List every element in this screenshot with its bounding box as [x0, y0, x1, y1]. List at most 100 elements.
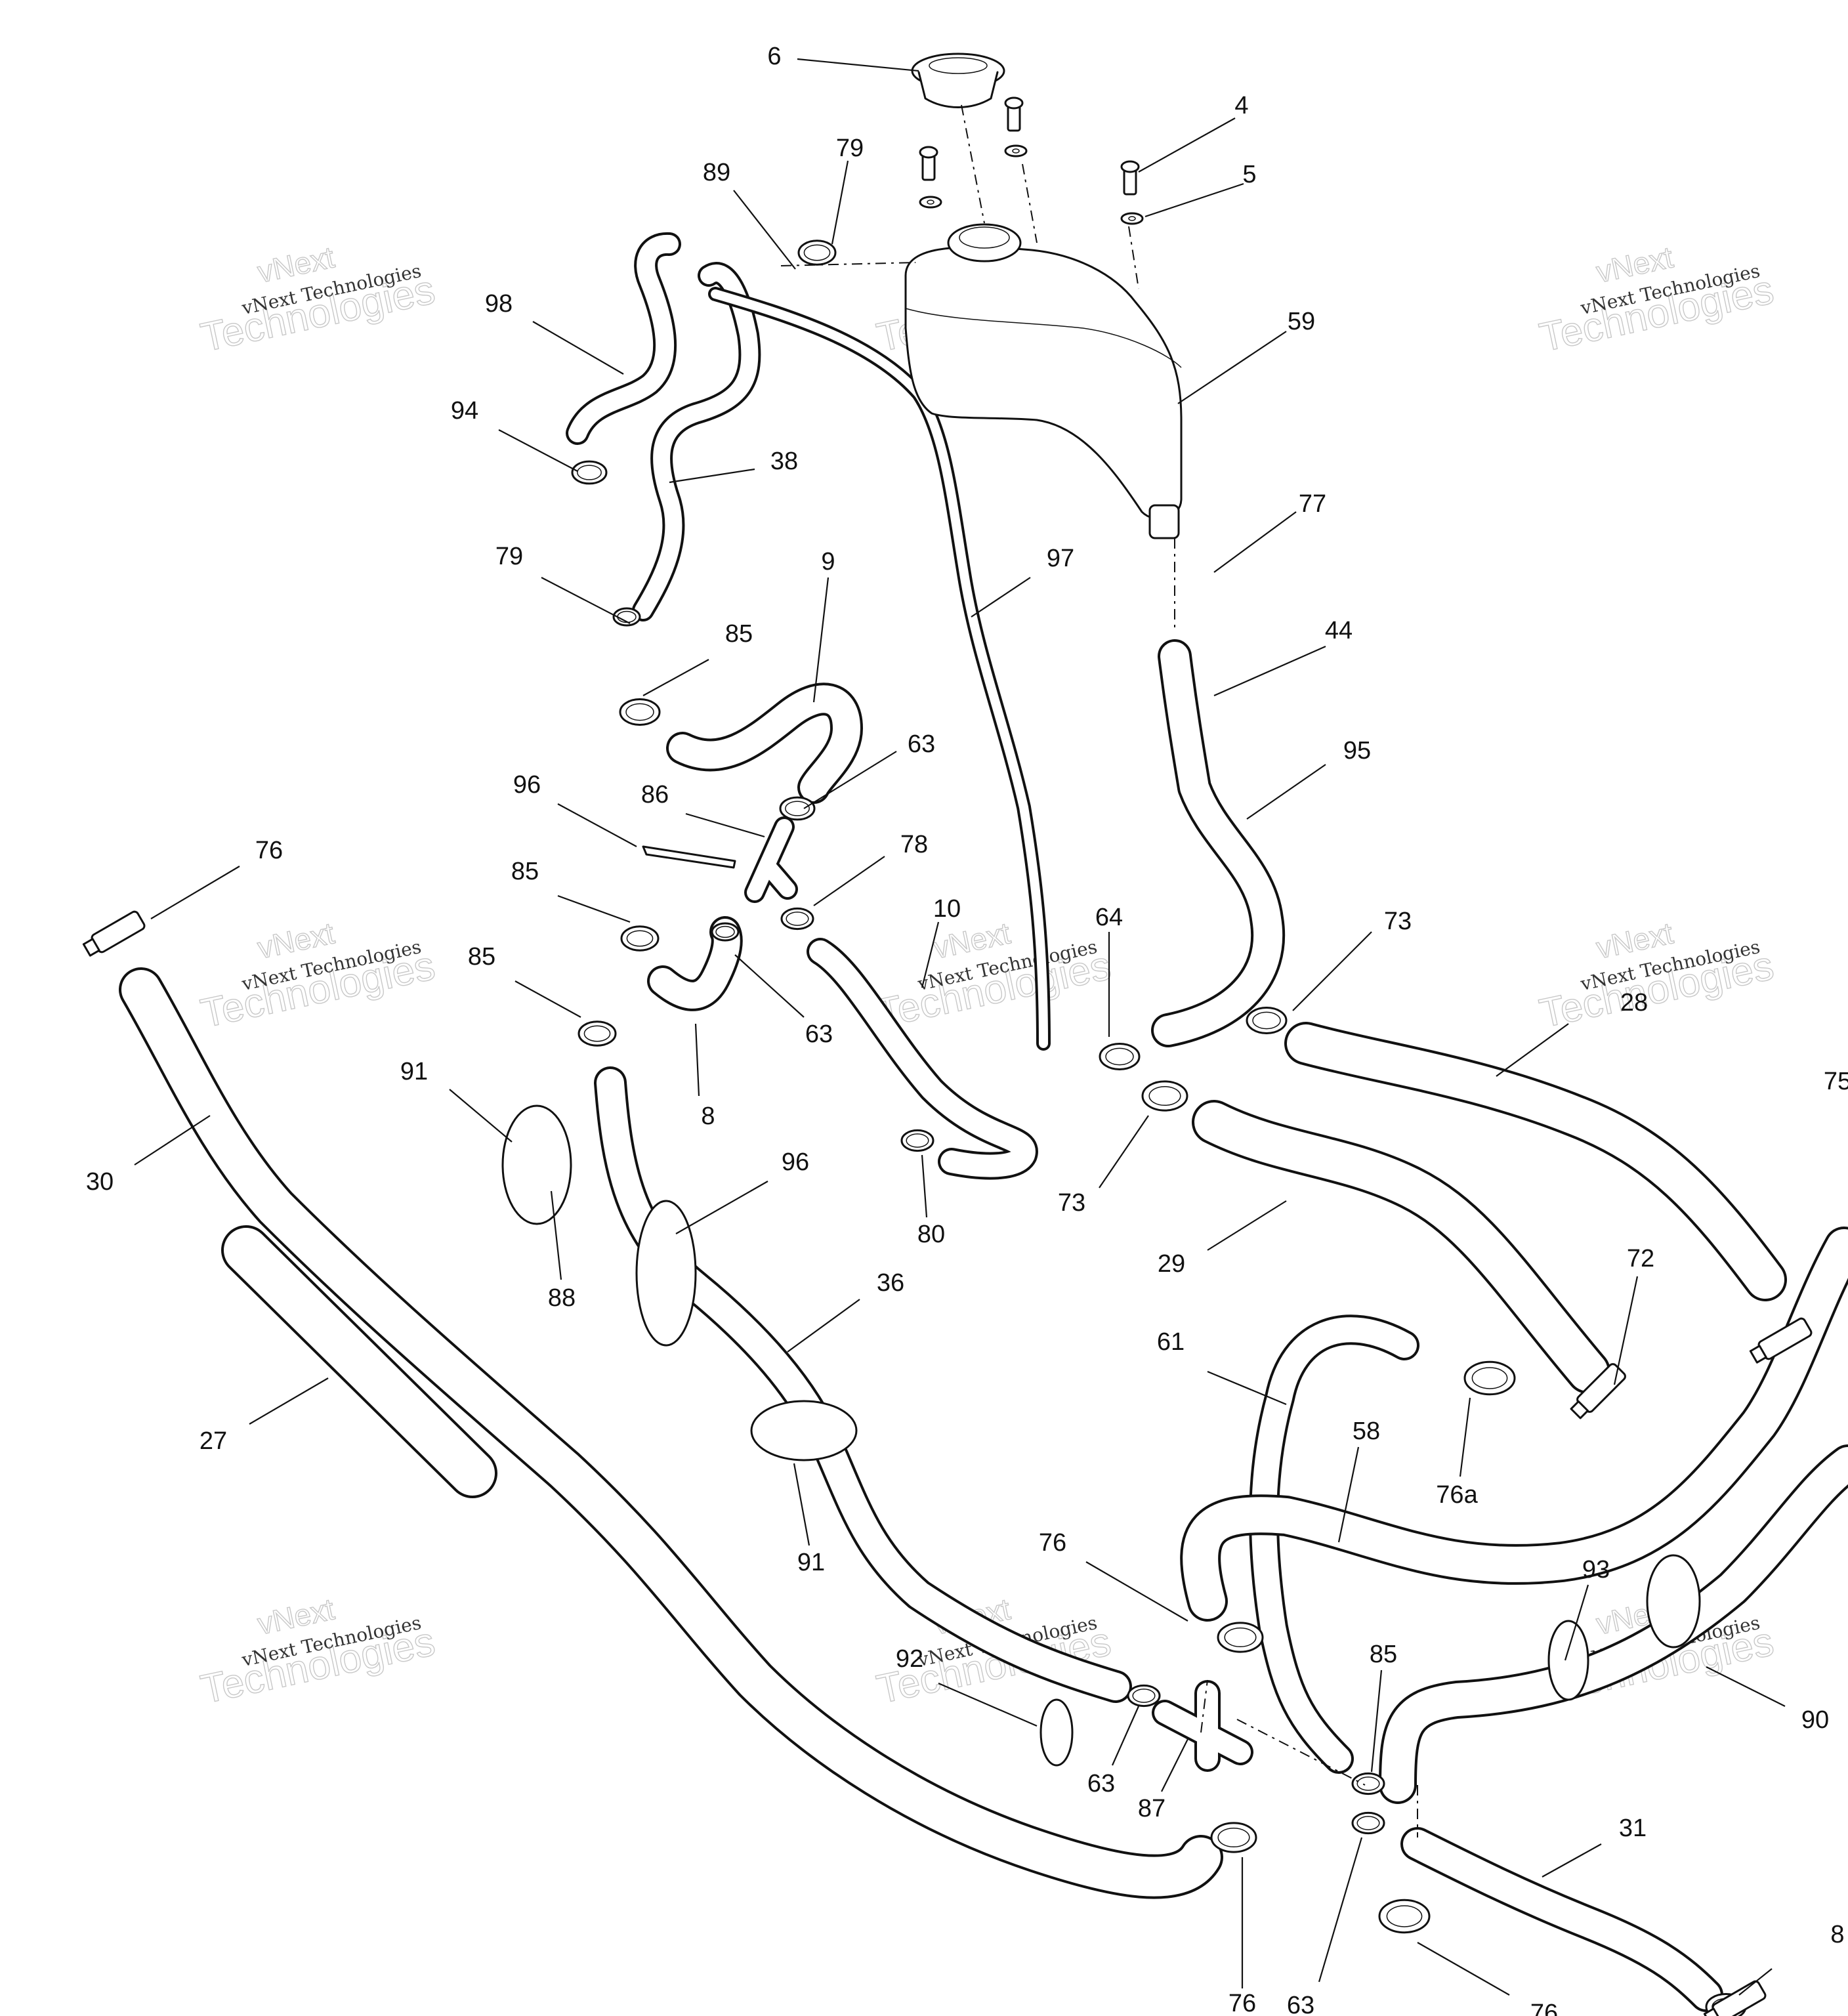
- center-line: [961, 104, 985, 224]
- leader-line: [514, 980, 581, 1018]
- hose-98: [566, 232, 681, 445]
- leader-line: [1138, 117, 1236, 173]
- center-line: [1200, 1679, 1208, 1733]
- cable-tie: [1646, 1554, 1701, 1648]
- clamp: [779, 796, 816, 821]
- leader-line: [1459, 1397, 1471, 1477]
- bleeder-plug: [1570, 1363, 1626, 1419]
- callout-number: 36: [877, 1269, 904, 1297]
- hose-28: [1284, 1022, 1787, 1301]
- leader-line: [812, 577, 830, 703]
- hose-29: [1192, 1100, 1610, 1394]
- leader-line: [1144, 182, 1244, 218]
- clamp: [1378, 1899, 1431, 1934]
- leader-line: [1111, 1706, 1140, 1766]
- callout-number: 97: [1047, 545, 1074, 572]
- leader-line: [1207, 1370, 1287, 1406]
- hose-10: [807, 938, 1038, 1180]
- hose-8: [647, 916, 743, 1011]
- parts: [82, 52, 1813, 2016]
- clamp: [620, 925, 660, 952]
- hoses: [119, 232, 1848, 2012]
- cable-tie: [750, 1400, 858, 1461]
- callout-number: 72: [1627, 1245, 1654, 1272]
- callout-number: 38: [770, 448, 798, 475]
- callout-number: 85: [725, 620, 753, 648]
- callout-number: 63: [1087, 1770, 1115, 1797]
- clamp: [1217, 1622, 1264, 1653]
- leader-line: [541, 577, 631, 624]
- leader-line: [550, 1190, 562, 1280]
- leader-line: [1292, 931, 1372, 1011]
- washer: [1120, 212, 1144, 225]
- callout-number: 85: [1370, 1641, 1397, 1668]
- center-line: [780, 262, 916, 266]
- bleeder-plug: [82, 910, 146, 957]
- callout-number: 98: [485, 290, 513, 318]
- callout-number: 79: [836, 135, 864, 162]
- leader-lines: [134, 58, 1786, 1996]
- leader-line: [921, 1154, 928, 1218]
- callout-number: 28: [1620, 989, 1648, 1017]
- callout-number: 93: [1582, 1556, 1610, 1584]
- leader-line: [1246, 764, 1326, 820]
- clamp: [1141, 1080, 1188, 1112]
- tee-connector: [744, 816, 798, 903]
- leader-line: [831, 160, 849, 245]
- washer: [1004, 144, 1028, 158]
- cable-tie: [501, 1104, 572, 1225]
- clamp: [1246, 1007, 1288, 1034]
- leader-line: [134, 1115, 211, 1166]
- leader-line: [1370, 1670, 1383, 1773]
- tie-strap: [642, 845, 736, 869]
- leader-line: [675, 1181, 768, 1234]
- callout-number: 76a: [1436, 1481, 1478, 1509]
- leader-line: [150, 866, 240, 919]
- hose-90: [1379, 1444, 1848, 1804]
- callout-number: 95: [1343, 737, 1371, 765]
- clamp: [1210, 1822, 1257, 1853]
- leader-line: [1706, 1666, 1786, 1707]
- callout-number: 78: [900, 831, 928, 858]
- callout-number: 85: [468, 943, 495, 971]
- clamp: [578, 1020, 617, 1047]
- callout-number: 6: [767, 43, 781, 70]
- callout-number: 90: [1801, 1706, 1829, 1734]
- leader-line: [1099, 1115, 1149, 1188]
- callout-number: 79: [495, 543, 523, 570]
- callout-number: 30: [86, 1168, 114, 1196]
- tee-connector: [1152, 1680, 1253, 1772]
- leader-line: [1318, 1837, 1363, 1983]
- leader-line: [1207, 1200, 1287, 1251]
- callout-number: 29: [1158, 1250, 1185, 1278]
- washer: [919, 196, 942, 209]
- callout-number: 63: [805, 1020, 833, 1048]
- callout-number: 61: [1157, 1328, 1185, 1356]
- callout-number: 96: [513, 771, 541, 799]
- hose-44: [1151, 639, 1286, 1047]
- leader-line: [1213, 511, 1297, 573]
- callout-number: 63: [908, 730, 935, 758]
- clamp: [711, 922, 740, 942]
- callout-number: 91: [400, 1058, 428, 1085]
- clamp: [619, 698, 661, 726]
- callout-number: 5: [1242, 161, 1256, 188]
- clamp: [1351, 1772, 1385, 1796]
- leader-line: [938, 1682, 1038, 1727]
- callout-number: 92: [896, 1645, 923, 1673]
- hose-30: [119, 967, 1223, 1899]
- callout-number: 77: [1299, 490, 1326, 518]
- callout-number: 4: [1234, 92, 1248, 119]
- leader-line: [1417, 1942, 1510, 1996]
- callout-number: 58: [1353, 1418, 1380, 1445]
- leader-line: [1213, 645, 1326, 697]
- leader-line: [449, 1089, 513, 1143]
- leader-line: [694, 1023, 700, 1097]
- leader-line: [733, 190, 796, 270]
- callout-number: 91: [797, 1549, 825, 1576]
